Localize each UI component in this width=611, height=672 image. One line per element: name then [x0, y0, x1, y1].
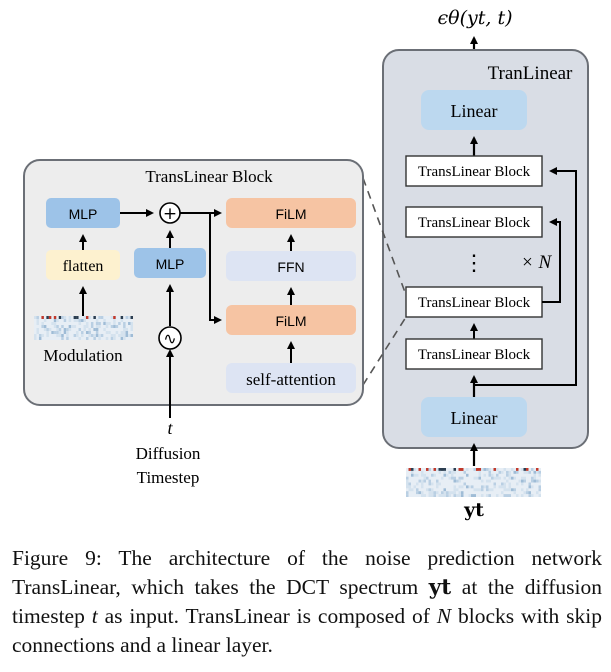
- self-attention-label: self-attention: [246, 370, 336, 389]
- skip-connection-inner: [542, 218, 561, 303]
- mlp-left-box: [46, 198, 120, 228]
- top-linear-label: Linear: [451, 101, 498, 121]
- caption-yt: yt: [428, 575, 452, 600]
- mlp-mid-box: [134, 248, 206, 278]
- flatten-label: flatten: [63, 258, 104, 275]
- film-bottom-box: [226, 305, 356, 335]
- figure-caption: Figure 9: The architecture of the noise …: [12, 544, 602, 660]
- diffusion-label: Diffusion: [136, 444, 201, 463]
- film-top-label: FiLM: [275, 206, 306, 222]
- caption-part-3: as input. TransLinear is composed of: [97, 604, 437, 628]
- film-bottom-label: FiLM: [275, 313, 306, 329]
- ffn-box: [226, 251, 356, 281]
- translinear-block-2: [405, 206, 543, 238]
- translinear-block-4: [405, 338, 543, 370]
- translinear-block-3-label: TransLinear Block: [418, 295, 531, 311]
- translinear-block-1-label: TransLinear Block: [418, 164, 531, 180]
- skip-connection-outer: [474, 167, 577, 386]
- modulation-label: Modulation: [43, 346, 123, 365]
- sinusoid-symbol: ∿: [163, 329, 176, 348]
- arrow-plus-to-film-bottom: [209, 213, 222, 324]
- zoom-line-top: [362, 177, 407, 296]
- timestep-label: Timestep: [137, 468, 200, 487]
- caption-part-4: blocks with skip connections and a linea…: [12, 604, 602, 657]
- self-attention-box: [226, 363, 356, 393]
- caption-part-2: at the diffusion timestep: [12, 575, 603, 628]
- mlp-mid-label: MLP: [156, 256, 185, 272]
- input-spectrum-image: [406, 468, 541, 497]
- mlp-left-label: MLP: [69, 206, 98, 222]
- caption-t: t: [91, 604, 98, 628]
- translinear-block-3: [405, 286, 543, 318]
- translinear-block-title: TransLinear Block: [145, 167, 273, 186]
- bottom-linear-box: [421, 397, 527, 437]
- caption-part-1: Figure 9: The architecture of the noise …: [12, 546, 602, 599]
- t-label: t: [167, 418, 173, 438]
- bottom-linear-label: Linear: [451, 408, 498, 428]
- translinear-block-2-label: TransLinear Block: [418, 215, 531, 231]
- repeat-n-label: × N: [521, 252, 553, 273]
- tranlinear-title: TranLinear: [488, 63, 573, 84]
- top-linear-box: [421, 90, 527, 130]
- input-label: yt: [463, 499, 484, 521]
- modulation-image: [34, 316, 134, 340]
- architecture-diagram: ϵθ(yt, t) TranLinear Linear TransLinear …: [23, 7, 589, 521]
- plus-symbol: +: [163, 204, 177, 224]
- translinear-block-4-label: TransLinear Block: [418, 347, 531, 363]
- film-top-box: [226, 198, 356, 228]
- flatten-box: [46, 250, 120, 280]
- translinear-block-1: [405, 155, 543, 187]
- output-label: ϵθ(yt, t): [438, 7, 513, 29]
- vertical-dots: ⋮: [463, 251, 485, 276]
- ffn-label: FFN: [277, 259, 304, 275]
- caption-n: N: [436, 604, 452, 628]
